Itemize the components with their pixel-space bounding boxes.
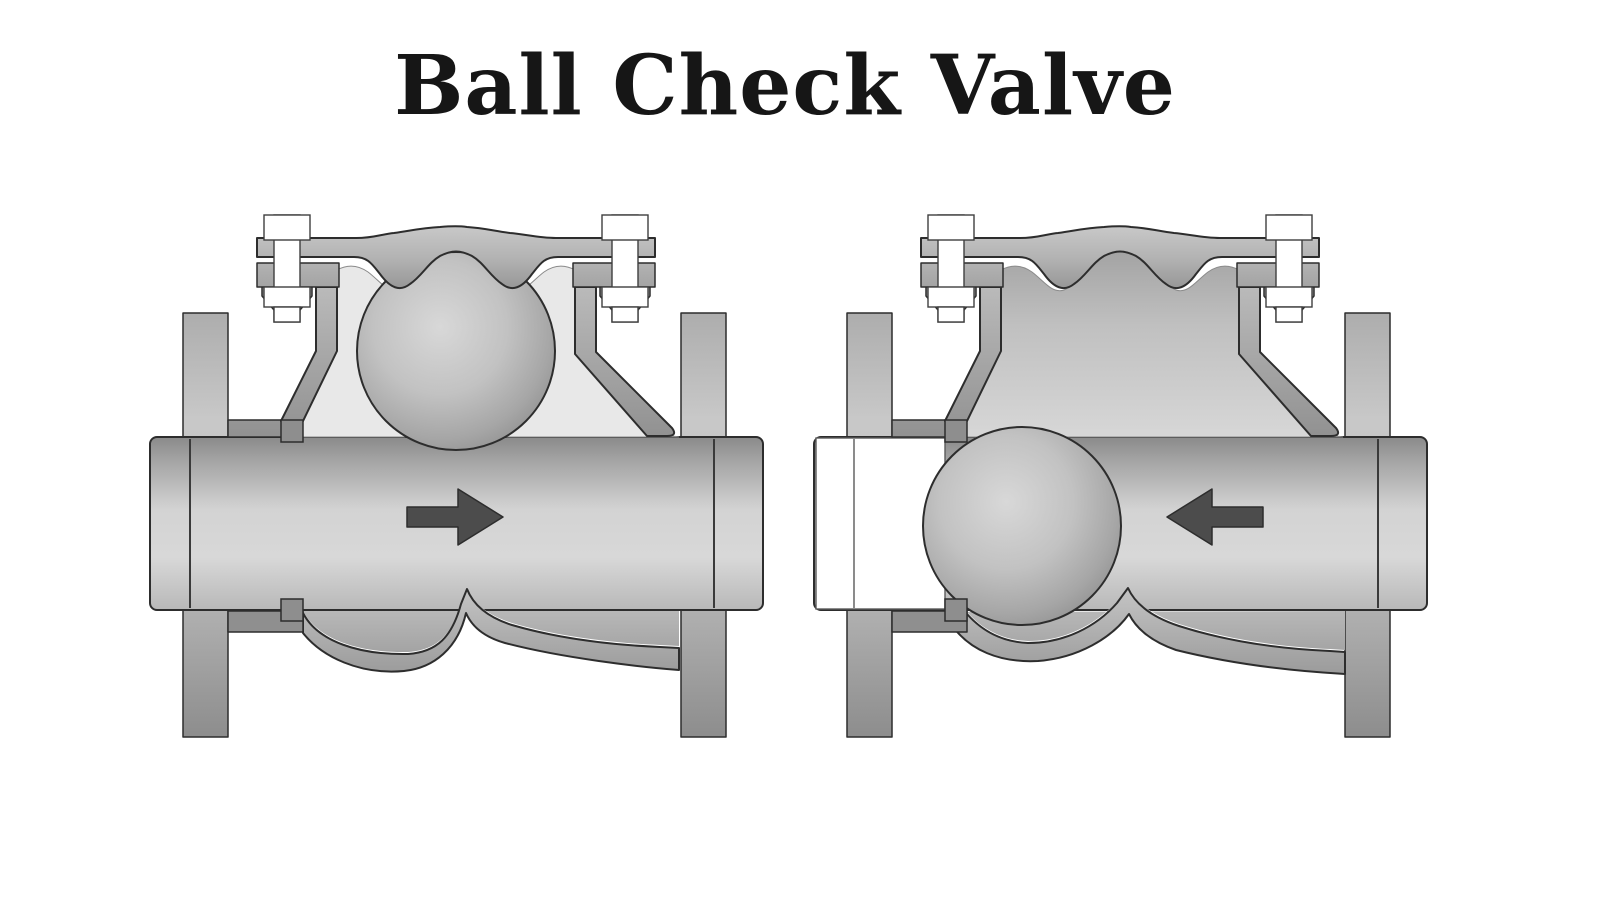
- check-ball-seated: [922, 426, 1122, 626]
- seat-ring-bottom: [944, 598, 968, 622]
- page-title: Ball Check Valve: [394, 38, 1176, 134]
- seat-ring-top: [944, 419, 968, 443]
- left-valve-open: [149, 214, 764, 738]
- right-valve-closed: [813, 214, 1428, 738]
- seat-ring-bottom: [280, 598, 304, 622]
- seat-ring-top: [280, 419, 304, 443]
